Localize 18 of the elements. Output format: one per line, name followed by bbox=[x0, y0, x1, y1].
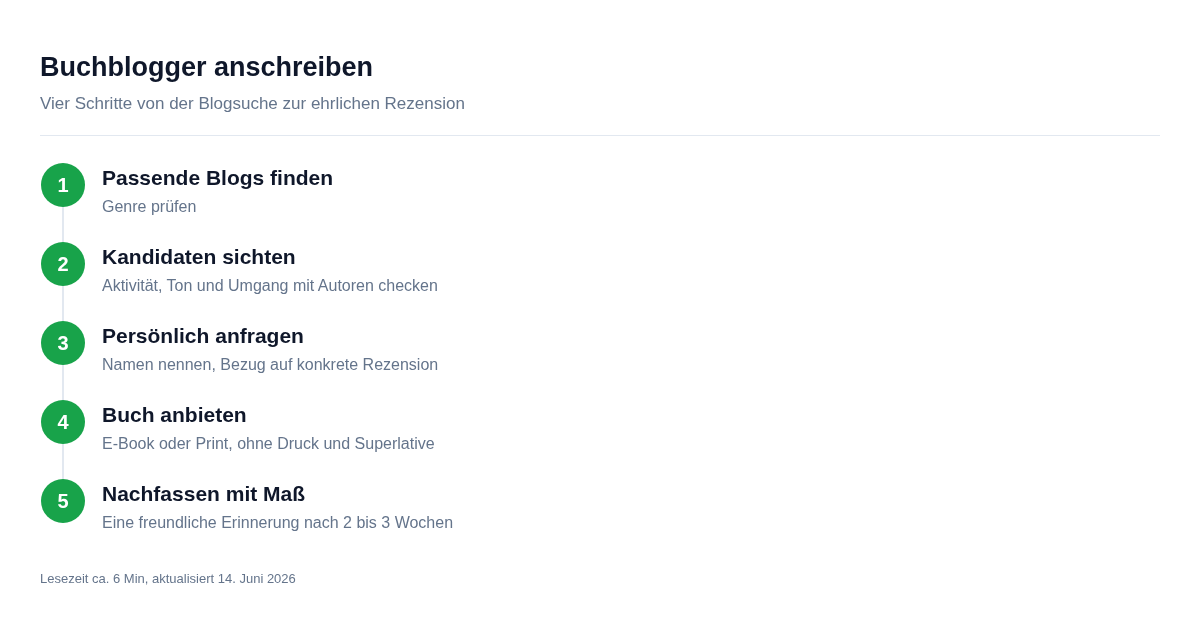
step-number: 3 bbox=[41, 321, 85, 365]
title: Buchblogger anschreiben bbox=[40, 51, 374, 84]
step-description: Aktivität, Ton und Umgang mit Autoren checken bbox=[102, 276, 438, 296]
footer-note: Lesezeit ca. 6 Min, aktualisiert 14. Juni 2026 bbox=[40, 571, 296, 587]
step-description: E-Book oder Print, ohne Druck und Superlative bbox=[102, 434, 435, 454]
step-description: Namen nennen, Bezug auf konkrete Rezension bbox=[102, 355, 439, 375]
step-number: 1 bbox=[41, 163, 85, 207]
step-heading: Buch anbieten bbox=[102, 402, 247, 428]
subtitle: Vier Schritte von der Blogsuche zur ehrlichen Rezension bbox=[40, 93, 465, 115]
step-heading: Kandidaten sichten bbox=[102, 244, 296, 270]
step-number: 5 bbox=[41, 479, 85, 523]
step-heading: Nachfassen mit Maß bbox=[102, 481, 306, 507]
step-number: 4 bbox=[41, 400, 85, 444]
step-number: 2 bbox=[41, 242, 85, 286]
step-description: Eine freundliche Erinnerung nach 2 bis 3 Wochen bbox=[102, 513, 454, 533]
step-heading: Persönlich anfragen bbox=[102, 323, 304, 349]
step-description: Genre prüfen bbox=[102, 197, 197, 217]
step-heading: Passende Blogs finden bbox=[102, 165, 334, 191]
